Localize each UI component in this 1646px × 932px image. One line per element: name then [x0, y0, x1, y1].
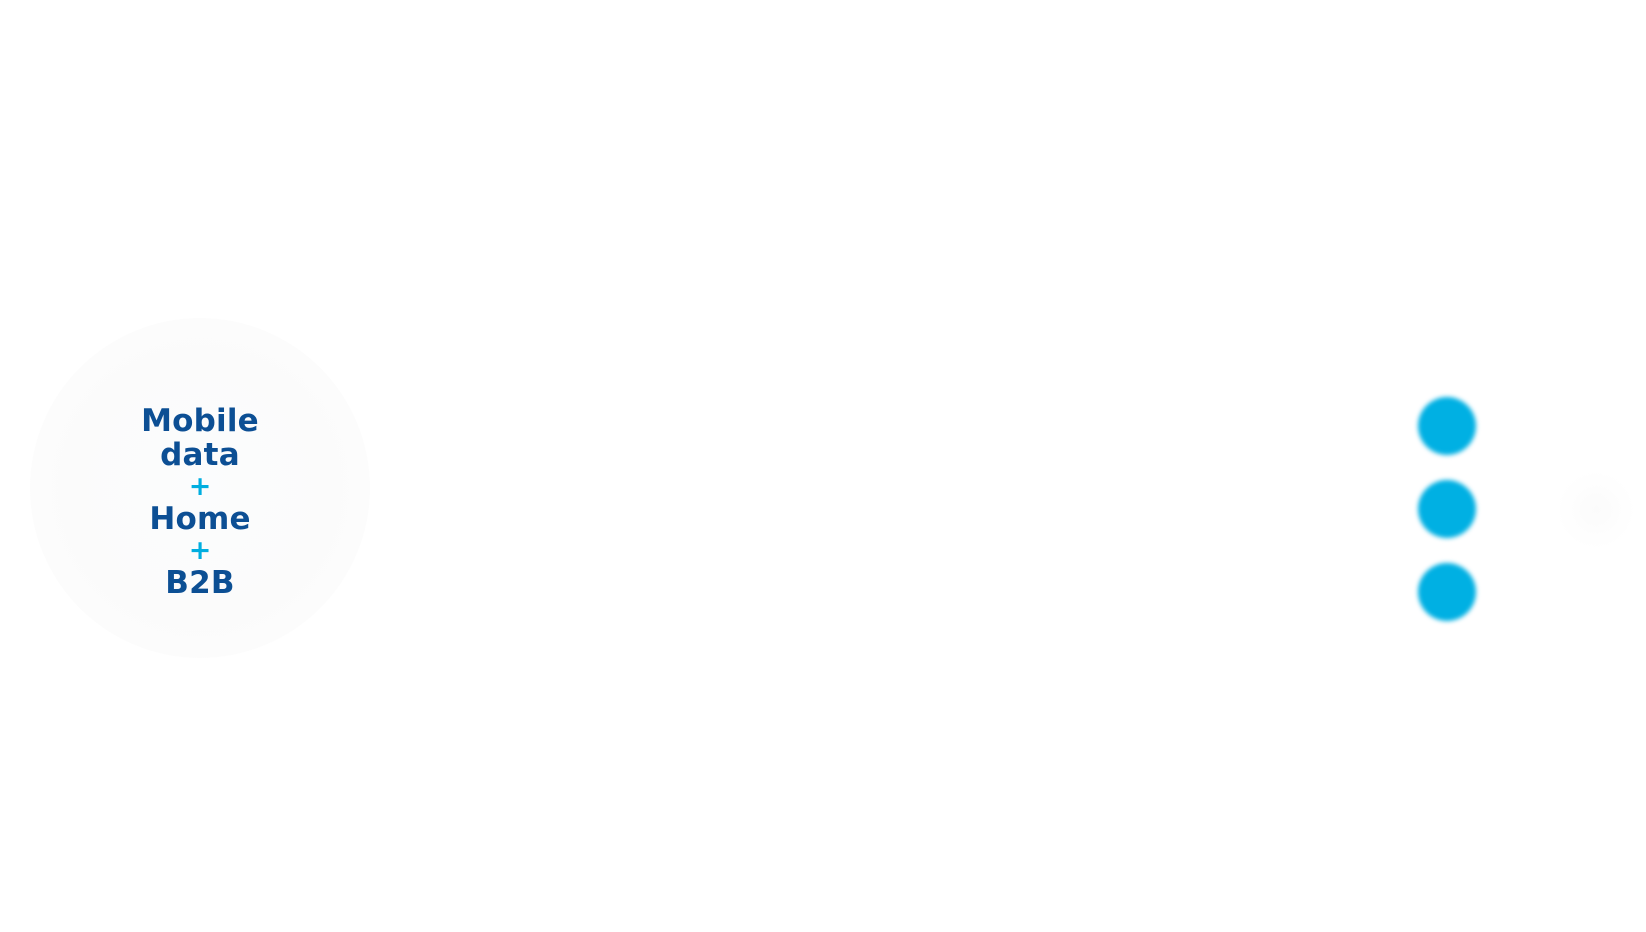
term-data: data: [160, 437, 240, 473]
right-ghost-circle: [1556, 470, 1636, 550]
term-mobile: Mobile: [141, 403, 259, 439]
term-home: Home: [149, 501, 251, 537]
left-halo-circle: [30, 318, 370, 658]
dot-2: [1418, 480, 1476, 538]
dot-1: [1418, 397, 1476, 455]
plus-sign-1: +: [188, 471, 212, 502]
plus-sign-2: +: [188, 535, 212, 566]
more-vertical-dots-icon: [1418, 397, 1478, 627]
dot-3: [1418, 563, 1476, 621]
service-stack: Mobile data + Home + B2B: [100, 404, 300, 600]
term-b2b: B2B: [165, 565, 235, 601]
